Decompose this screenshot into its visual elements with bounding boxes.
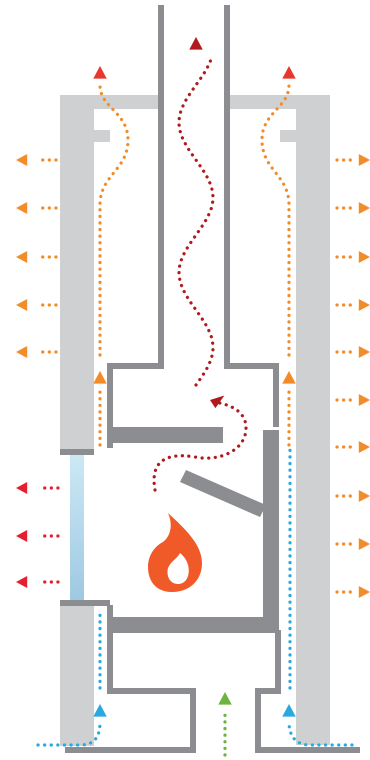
warm-air-out-left-arrowhead-1 <box>16 154 28 166</box>
glass-door <box>70 455 84 600</box>
deflector-plate <box>180 470 266 517</box>
warm-air-right-upper <box>260 83 291 357</box>
right-top-cap <box>229 95 296 109</box>
warm-air-arrowhead-right <box>282 371 296 384</box>
warm-air-out-left-arrowhead-2 <box>16 202 28 214</box>
warm-air-out-right-arrowhead-6 <box>358 394 370 406</box>
fresh-air-arrowhead <box>218 692 232 705</box>
cold-air-left-intake <box>36 720 102 747</box>
flue-left-wall <box>107 5 164 448</box>
warm-air-left-upper <box>98 83 130 357</box>
hot-air-arrowhead-right-top <box>282 66 296 79</box>
radiant-heat-arrowhead-3 <box>16 576 28 588</box>
left-top-cap <box>94 95 159 109</box>
cold-air-right-intake <box>287 720 354 747</box>
left-vent-ledge <box>94 130 110 142</box>
warm-air-out-right-arrowhead-9 <box>358 538 370 550</box>
warm-air-arrowhead-left <box>93 371 107 384</box>
airflow-paths <box>36 59 356 757</box>
upper-baffle <box>113 427 223 443</box>
warm-air-out-right-arrowhead-1 <box>358 154 370 166</box>
right-vent-ledge <box>280 130 296 142</box>
warm-air-out-right-arrowhead-8 <box>358 490 370 502</box>
outer-casing <box>60 95 330 746</box>
warm-air-out-left-arrowhead-3 <box>16 251 28 263</box>
rear-wall <box>263 430 279 630</box>
flame-inner <box>167 553 189 584</box>
smoke-arrowhead-inner <box>210 395 225 409</box>
warm-air-out-left-arrowhead-5 <box>16 346 28 358</box>
glass-top-frame <box>60 449 94 455</box>
warm-air-out-right-arrowhead-7 <box>358 441 370 453</box>
right-casing-panel <box>296 95 330 745</box>
warm-air-out-right-arrowhead-10 <box>358 586 370 598</box>
warm-air-out-right-arrowhead-4 <box>358 299 370 311</box>
firebox-structure <box>65 5 360 753</box>
warm-air-out-left-arrowhead-4 <box>16 299 28 311</box>
smoke-path-firebox <box>152 400 248 492</box>
flue-right-wall <box>224 5 279 427</box>
hot-air-arrowhead-left-top <box>93 66 107 79</box>
left-upper-casing-panel <box>60 95 94 450</box>
warm-air-out-right-arrowhead-5 <box>358 346 370 358</box>
warm-air-out-right-arrowhead-2 <box>358 202 370 214</box>
fire-icon <box>148 513 202 592</box>
glass-bottom-frame <box>60 600 110 606</box>
smoke-path-flue <box>177 59 215 387</box>
radiant-heat-arrowhead-1 <box>16 482 28 494</box>
cold-air-arrowhead-right <box>282 704 296 717</box>
hearth-floor <box>110 617 279 633</box>
base-left-wall <box>65 605 196 753</box>
base-right-wall <box>255 630 360 753</box>
warm-air-out-right-arrowhead-3 <box>358 251 370 263</box>
firebox-baffles <box>110 427 279 633</box>
airflow-arrowheads <box>16 37 370 717</box>
radiant-heat-arrowhead-2 <box>16 530 28 542</box>
cold-air-arrowhead-left <box>93 704 107 717</box>
left-lower-casing-panel <box>60 606 94 746</box>
smoke-arrowhead-top <box>189 37 203 50</box>
